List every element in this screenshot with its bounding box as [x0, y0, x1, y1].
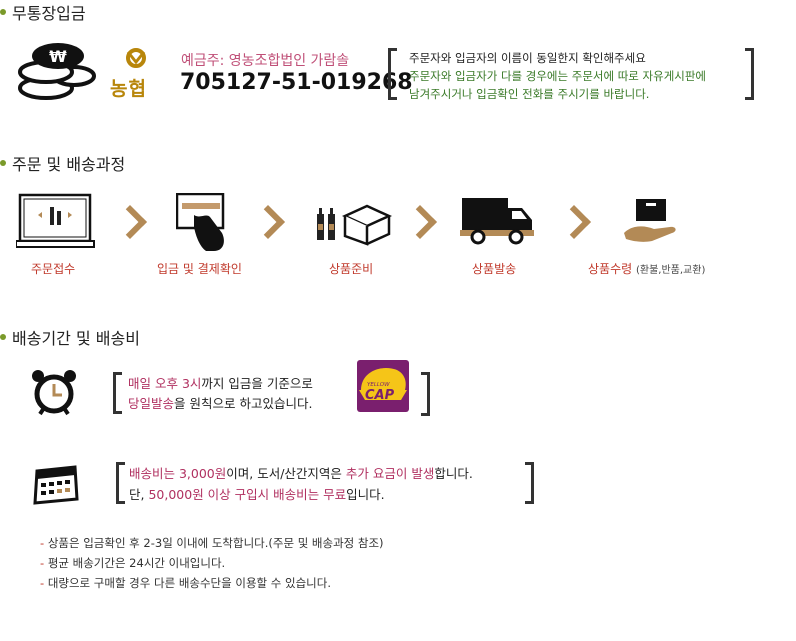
- shipping-fee-notice: 배송비는 3,000원이며, 도서/산간지역은 추가 요금이 발생합니다. 단,…: [116, 462, 534, 504]
- step-label-payment: 입금 및 결제확인: [157, 262, 242, 276]
- bullet-icon: [0, 9, 6, 15]
- same-day-shipping: 당일발송: [128, 396, 175, 411]
- fee-text-3: 단,: [129, 487, 149, 502]
- laptop-icon: [15, 193, 96, 255]
- fee-text-4: 입니다.: [346, 487, 385, 502]
- courier-logo-small: YELLOW: [367, 382, 390, 388]
- delivery-text-2: 을 원칙으로 하고있습니다.: [174, 396, 313, 411]
- step-label-order: 주문접수: [31, 262, 76, 276]
- step-arrow-icon: [113, 205, 147, 239]
- delivery-time-notice: 매일 오후 3시까지 입금을 기준으로 당일발송을 원칙으로 하고있습니다.: [113, 372, 343, 414]
- step-arrow-icon: [403, 205, 437, 239]
- bracket-close: [421, 372, 430, 416]
- section-title-process: 주문 및 배송과정: [0, 151, 125, 175]
- step-arrow-icon: [557, 205, 591, 239]
- note-item: - 상품은 입금확인 후 2-3일 이내에 도착합니다.(주문 및 배송과정 참…: [40, 536, 384, 550]
- nonghyup-logo-icon: 농협: [110, 48, 166, 100]
- product-box-icon: [315, 200, 393, 250]
- note-item: - 평균 배송기간은 24시간 이내입니다.: [40, 556, 226, 570]
- notice-line-1: 주문자와 입금자의 이름이 동일한지 확인해주세요: [409, 51, 646, 65]
- svg-text:₩: ₩: [49, 47, 67, 66]
- deposit-notice: 주문자와 입금자의 이름이 동일한지 확인해주세요 주문자와 입금자가 다를 경…: [388, 48, 754, 101]
- yellow-cap-logo: YELLOW CAP: [357, 360, 409, 412]
- account-number: 705127-51-019268: [180, 70, 413, 95]
- fee-text-1: 이며, 도서/산간지역은: [226, 466, 346, 481]
- card-payment-icon: [175, 192, 236, 257]
- notice-line-2: 주문자와 입금자가 다를 경우에는 주문서에 따로 자유게시판에: [409, 69, 707, 83]
- bullet-icon: [0, 160, 6, 166]
- section-title-shipping: 배송기간 및 배송비: [0, 325, 140, 349]
- step-label-ship: 상품발송: [472, 262, 517, 276]
- hand-package-icon: [622, 197, 682, 249]
- free-shipping-condition: 50,000원 이상 구입시 배송비는 무료: [148, 487, 347, 502]
- alarm-clock-icon: [30, 368, 78, 420]
- fee-text-2: 합니다.: [434, 466, 473, 481]
- delivery-cutoff-time: 매일 오후 3시: [128, 376, 202, 391]
- extra-fee: 추가 요금이 발생: [345, 466, 435, 481]
- notice-line-3: 남겨주시거나 입금확인 전화를 주시기를 바랍니다.: [409, 87, 650, 101]
- delivery-truck-icon: [460, 196, 534, 250]
- section-title-deposit: 무통장입금: [0, 0, 86, 24]
- delivery-text-1: 까지 입금을 기준으로: [201, 376, 313, 391]
- fee-amount: 배송비는 3,000원: [129, 466, 227, 481]
- step-arrow-icon: [251, 205, 285, 239]
- bullet-icon: [0, 334, 6, 340]
- account-holder: 예금주: 영농조합법인 가람솔: [181, 53, 350, 69]
- nonghyup-logo-text: 농협: [110, 78, 147, 100]
- note-item: - 대량으로 구매할 경우 다른 배송수단을 이용할 수 있습니다.: [40, 576, 331, 590]
- shipping-notes: - 상품은 입금확인 후 2-3일 이내에 도착합니다.(주문 및 배송과정 참…: [40, 533, 384, 593]
- step-label-receive: 상품수령 (환불,반품,교환): [588, 262, 706, 276]
- calendar-icon: [33, 463, 79, 509]
- step-sublabel: (환불,반품,교환): [636, 265, 706, 276]
- coins-icon: ₩: [16, 40, 96, 102]
- section-title-text: 주문 및 배송과정: [12, 155, 126, 174]
- step-label-prepare: 상품준비: [329, 262, 374, 276]
- section-title-text: 배송기간 및 배송비: [12, 329, 140, 348]
- courier-logo-main: CAP: [365, 388, 395, 403]
- section-title-text: 무통장입금: [12, 4, 86, 23]
